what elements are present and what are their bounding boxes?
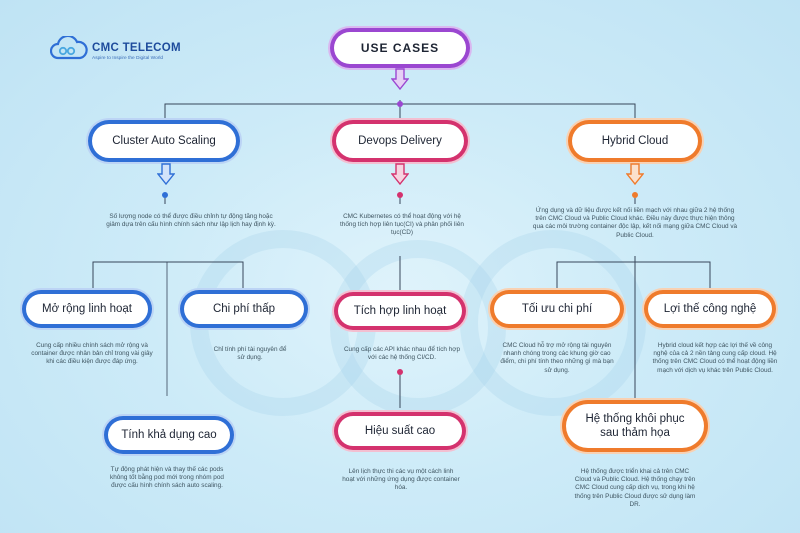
child-label: Tính khả dụng cao — [121, 429, 217, 441]
tich-hop-linh-hoat-node: Tích hợp linh hoạt — [334, 292, 466, 330]
devops-delivery-description: CMC Kubernetes có thể hoạt động với hệ t… — [340, 213, 464, 237]
child-label: Chi phí thấp — [212, 303, 275, 315]
branch-label: Devops Delivery — [358, 135, 442, 147]
cmc-cloud-logo-icon — [50, 36, 88, 60]
toi-uu-chi-phi-node: Tối ưu chi phí — [490, 290, 624, 328]
hieu-suat-cao-node: Hiệu suất cao — [334, 412, 466, 450]
loi-the-cong-nghe-node: Lợi thế công nghệ — [644, 290, 776, 328]
child-label: Mở rộng linh hoạt — [41, 303, 132, 315]
brand-name: CMC TELECOM — [92, 42, 181, 54]
toi-uu-chi-phi-description: CMC Cloud hỗ trợ mở rộng tài nguyên nhan… — [500, 342, 614, 374]
child-label: Hệ thống khôi phục sau thảm họa — [585, 413, 685, 439]
child-label: Tích hợp linh hoạt — [353, 305, 447, 317]
brand-tagline: Aspire to Inspire the Digital World — [92, 56, 164, 61]
tinh-kha-dung-cao-description: Tự động phát hiện và thay thế các pods k… — [110, 466, 224, 490]
down-arrow-icon — [391, 68, 409, 90]
branch-label: Hybrid Cloud — [601, 135, 669, 147]
down-arrow-icon — [157, 163, 175, 185]
junction-dot — [162, 192, 168, 198]
down-arrow-icon — [626, 163, 644, 185]
child-label: Hiệu suất cao — [364, 425, 436, 437]
down-arrow-icon — [391, 163, 409, 185]
chi-phi-thap-node: Chi phí thấp — [180, 290, 308, 328]
loi-the-cong-nghe-description: Hybrid cloud kết hợp các lợi thế về công… — [652, 342, 778, 374]
he-thong-khoi-phuc-sau-tham-hoa-node: Hệ thống khôi phục sau thảm họa — [562, 400, 708, 452]
he-thong-khoi-phuc-description: Hệ thống được triển khai cả trên CMC Clo… — [574, 468, 696, 508]
junction-dot — [397, 369, 403, 375]
child-label: Lợi thế công nghệ — [663, 303, 757, 315]
junction-dot — [397, 101, 403, 107]
child-label: Tối ưu chi phí — [521, 303, 593, 315]
devops-delivery-node: Devops Delivery — [332, 120, 468, 162]
junction-dot — [632, 192, 638, 198]
junction-dot — [397, 192, 403, 198]
cluster-auto-scaling-description: Số lượng node có thể được điều chỉnh tự … — [106, 213, 276, 229]
tich-hop-linh-hoat-description: Cung cấp các API khác nhau để tích hợp v… — [343, 346, 461, 362]
mo-rong-linh-hoat-node: Mở rộng linh hoạt — [22, 290, 152, 328]
hybrid-cloud-description: Ứng dụng và dữ liệu được kết nối liền mạ… — [532, 207, 738, 239]
tinh-kha-dung-cao-node: Tính khả dụng cao — [104, 416, 234, 454]
use-cases-root-node: USE CASES — [330, 28, 470, 68]
root-label: USE CASES — [360, 41, 440, 55]
hybrid-cloud-node: Hybrid Cloud — [568, 120, 702, 162]
cluster-auto-scaling-node: Cluster Auto Scaling — [88, 120, 240, 162]
hieu-suat-cao-description: Lên lịch thực thi các vụ một cách linh h… — [342, 468, 460, 492]
mo-rong-linh-hoat-description: Cung cấp nhiều chính sách mở rộng và con… — [31, 342, 153, 366]
branch-label: Cluster Auto Scaling — [112, 135, 216, 147]
chi-phi-thap-description: Chỉ tính phí tài nguyên để sử dụng. — [213, 346, 287, 362]
